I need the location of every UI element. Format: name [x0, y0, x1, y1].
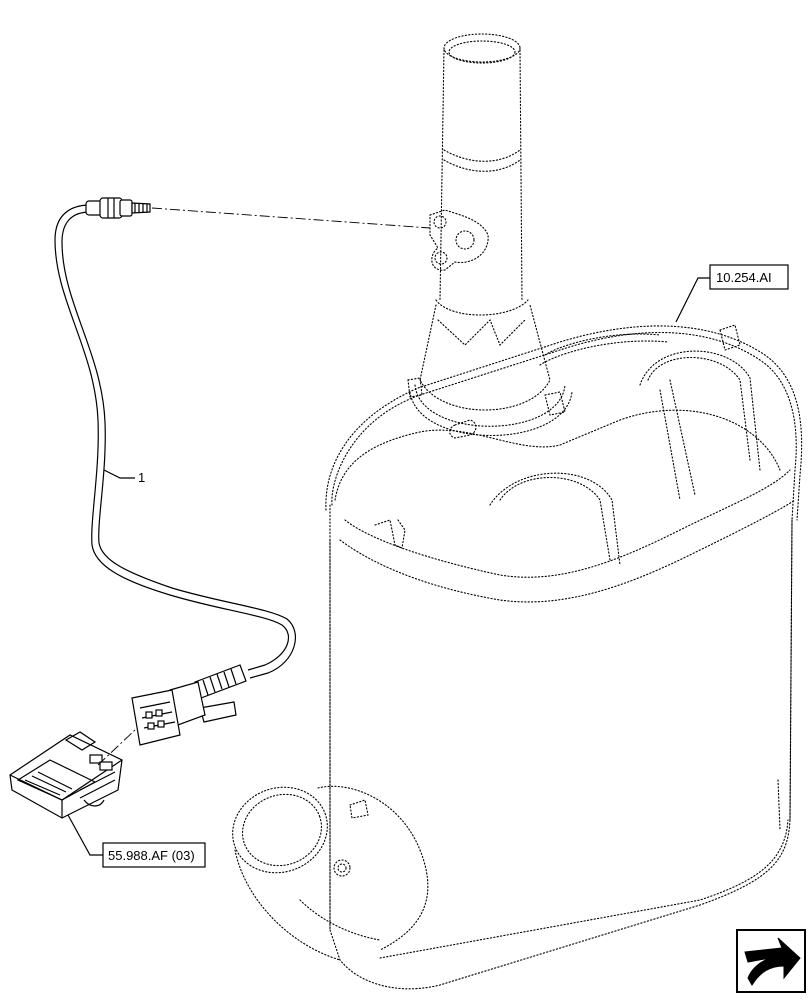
callout-ref-module[interactable]: 55.988.AF (03): [67, 814, 206, 868]
callout-ref-muffler[interactable]: 10.254.AI: [675, 264, 789, 323]
inlet-pipe: [232, 785, 429, 961]
callout-ref-muffler-label[interactable]: 10.254.AI: [716, 270, 772, 285]
assembly-lines: [97, 207, 431, 766]
exhaust-stack: [409, 33, 573, 436]
sensor-harness: [54, 197, 296, 746]
callout-label-1: 1: [138, 470, 145, 485]
corrugated-sleeve: [194, 664, 247, 699]
oxygen-sensor-probe: [85, 197, 151, 219]
return-arrow-icon[interactable]: [736, 929, 806, 993]
callout-ref-module-label[interactable]: 55.988.AF (03): [108, 848, 195, 863]
callout-part-1: 1: [103, 469, 145, 485]
harness-connector: [131, 681, 206, 746]
control-module: [9, 731, 123, 819]
muffler-body: [325, 324, 803, 990]
